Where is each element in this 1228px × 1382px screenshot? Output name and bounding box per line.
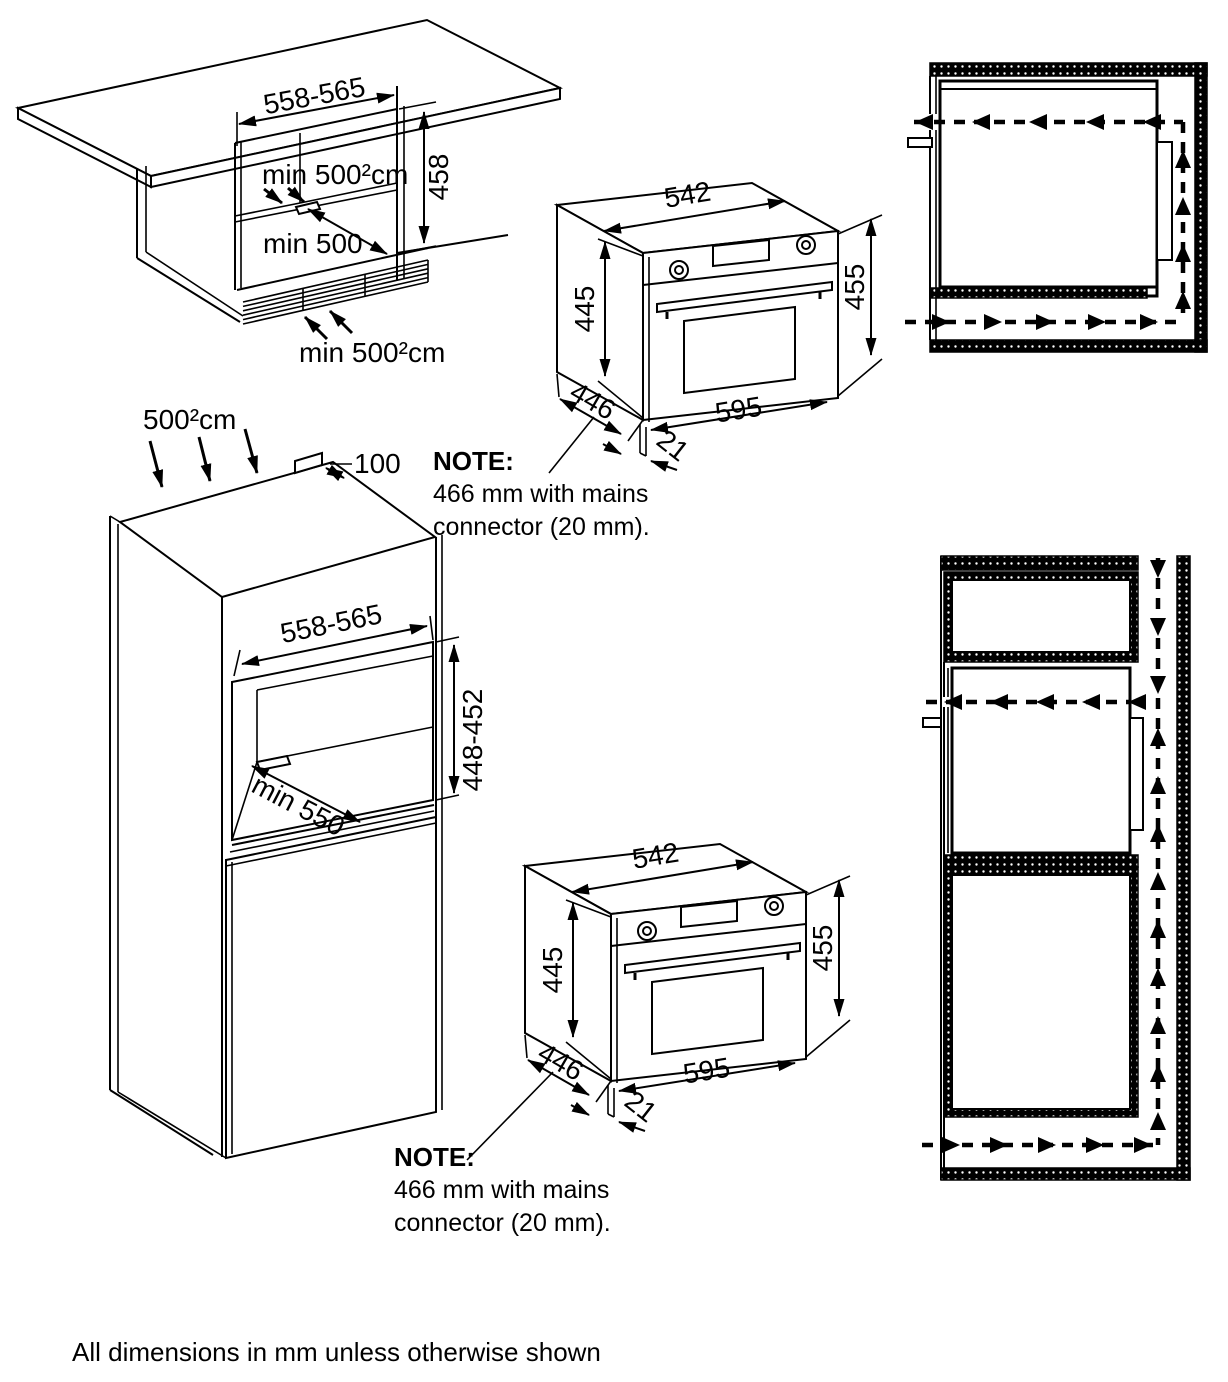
oven-top-width-label: 542 xyxy=(662,176,713,214)
top-vent-arrows xyxy=(148,428,259,488)
note-mains-connector-top: NOTE: 466 mm with mains connector (20 mm… xyxy=(433,444,663,544)
note-leader-bottom xyxy=(466,1071,554,1161)
tall-cabinet-diagram: 500²cm 100 xyxy=(109,404,488,1160)
top-vent-area-label: 500²cm xyxy=(143,404,236,435)
note-title: NOTE: xyxy=(433,446,514,476)
airflow-arrows xyxy=(922,558,1166,1153)
mains-connector-stub xyxy=(907,137,933,148)
dim-cabinet-niche-height-label: 448-452 xyxy=(457,689,488,792)
front-vent-arrows xyxy=(303,309,354,341)
oven-top-width-label: 542 xyxy=(630,837,681,875)
top-vent-slot xyxy=(294,451,323,475)
note-line: 466 mm with mains xyxy=(394,1176,610,1205)
oven-front-height-label: 455 xyxy=(839,264,870,311)
oven-front-height-label: 455 xyxy=(807,925,838,972)
oven-door-thickness-label: 21 xyxy=(619,1085,663,1129)
oven-body-height-label: 445 xyxy=(569,286,600,333)
top-vent-depth-label: 100 xyxy=(354,448,401,479)
dim-cabinet-width-label: 558-565 xyxy=(278,598,385,649)
oven-front-width-label: 595 xyxy=(713,391,764,429)
rear-vent-area-label: min 500²cm xyxy=(262,159,408,190)
airflow-arrows xyxy=(905,114,1191,330)
plinth-vent-grille xyxy=(242,259,429,325)
note-mains-connector-bottom: NOTE: 466 mm with mains connector (20 mm… xyxy=(394,1140,624,1240)
note-line: 466 mm with mains xyxy=(433,480,649,509)
front-vent-area-label: min 500²cm xyxy=(299,337,445,368)
note-line: connector (20 mm). xyxy=(433,513,650,542)
airflow-side-view-top xyxy=(905,62,1208,353)
oven-front-width-label: 595 xyxy=(681,1052,732,1090)
oven-dimensions-bottom: 542 445 455 446 595 21 xyxy=(466,837,850,1161)
oven-body-height-label: 445 xyxy=(537,947,568,994)
oven-dimensions-top: 542 445 455 446 595 21 xyxy=(548,176,882,474)
note-title: NOTE: xyxy=(394,1142,475,1172)
rear-vent-arrows xyxy=(263,186,305,205)
airflow-side-view-bottom xyxy=(922,555,1191,1181)
note-leader-top xyxy=(548,416,595,474)
mains-connector-stub xyxy=(922,717,942,728)
dim-under-counter-height-label: 458 xyxy=(423,154,454,201)
dimensions-unit-note: All dimensions in mm unless otherwise sh… xyxy=(72,1337,601,1367)
under-counter-diagram: 558-565 458 min 500²cm min 500 min 500²c… xyxy=(15,18,563,368)
note-line: connector (20 mm). xyxy=(394,1209,611,1238)
